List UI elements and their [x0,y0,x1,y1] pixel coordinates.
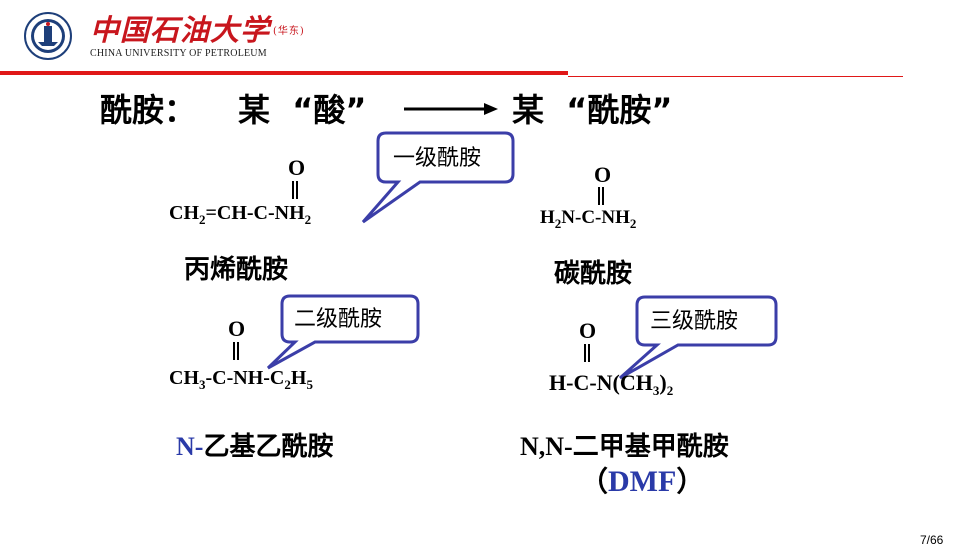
logo-chinese-name: 中国石油大学 [90,13,271,47]
ethylacetamide-double-bond [233,342,239,360]
urea-double-bond [598,187,604,205]
ethylacetamide-name: N-乙基乙酰胺 [176,432,334,462]
university-seal-logo [24,12,72,60]
callout-primary-amide: 一级酰胺 [393,146,482,171]
dmf-name: N,N-二甲基甲酰胺 [520,432,729,462]
heading-amide: 某 “酰胺” [512,91,673,129]
ethylacetamide-formula: CH3-C-NH-C2H5 [169,367,313,392]
dmf-double-bond [584,344,590,362]
heading-amide-label: 酰胺： [100,91,197,129]
acrylamide-name: 丙烯酰胺 [184,255,289,285]
university-logo-text: 中国石油大学(华东) CHINA UNIVERSITY OF PETROLEUM [90,14,305,60]
dmf-abbreviation: （DMF） [580,465,705,498]
heading-acid: 某 “酸” [238,91,367,129]
header-red-line [568,76,903,77]
header-red-bar [0,71,568,75]
acrylamide-oxygen: O [288,155,306,180]
page-number: 7/66 [920,533,944,547]
arrow-right-icon [404,103,498,115]
callout-tertiary-amide: 三级酰胺 [650,309,739,334]
callout-secondary-amide: 二级酰胺 [294,307,383,332]
dmf-oxygen: O [579,318,597,343]
dmf-formula: H-C-N(CH3)2 [549,370,674,398]
logo-english-name: CHINA UNIVERSITY OF PETROLEUM [90,48,267,59]
acrylamide-formula: CH2=CH-C-NH2 [169,202,312,227]
urea-name: 碳酰胺 [554,259,633,289]
urea-formula: H2N-C-NH2 [540,207,637,231]
logo-campus: (华东) [273,26,305,37]
urea-oxygen: O [594,162,612,187]
acrylamide-double-bond [292,181,298,199]
ethylacetamide-oxygen: O [228,316,246,341]
